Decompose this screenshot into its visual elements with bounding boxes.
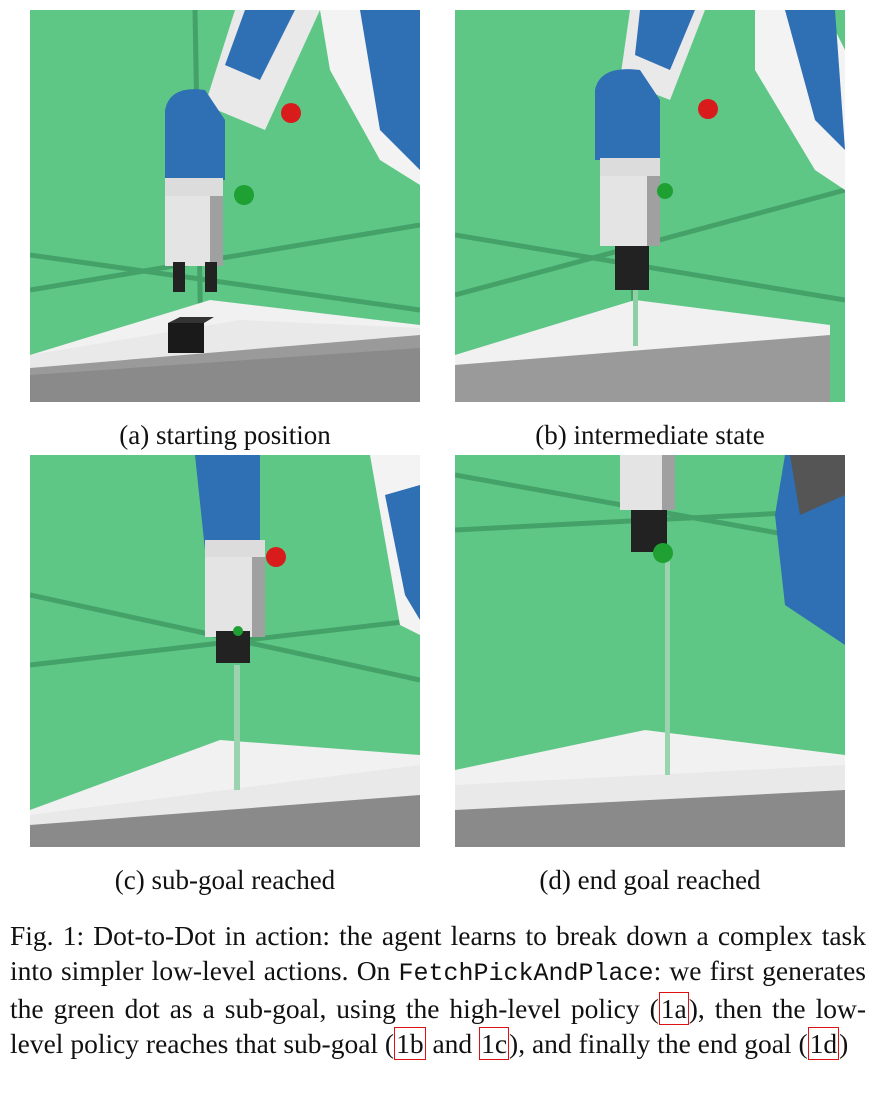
caption-middle-2: ), then the low-level policy reaches tha… xyxy=(10,993,867,1059)
panel-end-goal-reached xyxy=(455,455,845,847)
figure-caption: Fig. 1: Dot-to-Dot in action: the agent … xyxy=(10,918,866,1061)
caption-prefix: Fig. 1: Dot-to-Dot in action: the agent … xyxy=(10,920,866,986)
ref-link-1a[interactable]: 1a xyxy=(658,992,689,1025)
scene-end-goal-reached xyxy=(455,455,845,847)
caption-middle-1: : we first generates the green dot as a … xyxy=(10,955,866,1024)
caption-suffix: ) xyxy=(839,1028,849,1059)
scene-subgoal-reached xyxy=(30,455,420,847)
panel-subgoal-reached xyxy=(30,455,420,847)
scene-starting-position xyxy=(30,10,420,402)
scene-intermediate-state xyxy=(455,10,845,402)
ref-link-1c[interactable]: 1c xyxy=(479,1027,510,1060)
panel-intermediate-state xyxy=(455,10,845,402)
panel-starting-position xyxy=(30,10,420,402)
subcaption-b: (b) intermediate state xyxy=(535,420,765,450)
caption-middle-3: ), and finally the end goal ( xyxy=(509,1028,808,1059)
subcaption-d: (d) end goal reached xyxy=(539,865,761,895)
caption-and: and xyxy=(425,1028,480,1059)
subcaption-a: (a) starting position xyxy=(119,420,331,450)
subcaption-c: (c) sub-goal reached xyxy=(114,865,336,895)
ref-link-1b[interactable]: 1b xyxy=(394,1027,426,1060)
ref-link-1d[interactable]: 1d xyxy=(807,1027,840,1060)
env-name: FetchPickAndPlace xyxy=(398,959,654,988)
